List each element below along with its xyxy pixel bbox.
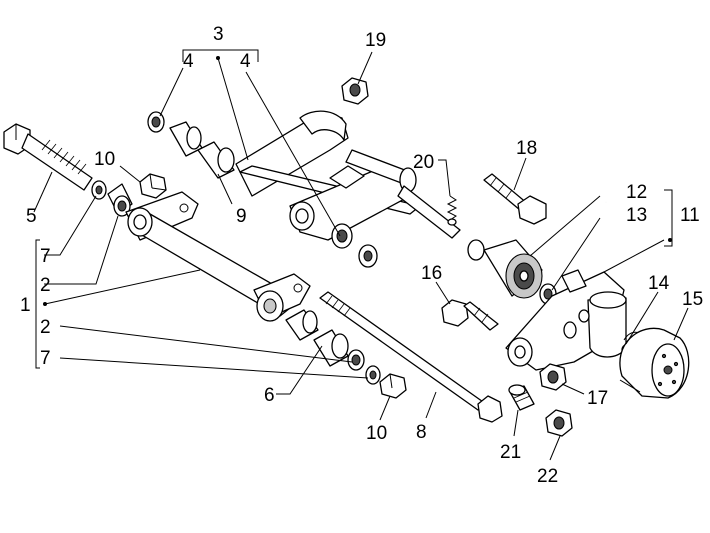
bolt-part-8 <box>319 291 503 423</box>
callout-5: 5 <box>26 206 37 227</box>
bracket-part-11 <box>505 269 627 371</box>
callout-2-lower: 2 <box>40 317 51 338</box>
callout-11: 11 <box>680 205 700 226</box>
bushing-part-4-right <box>358 244 378 268</box>
silent-block-part-12 <box>467 239 543 299</box>
spring-part-20 <box>446 195 458 226</box>
nut-part-22 <box>545 409 573 437</box>
callout-2-upper: 2 <box>40 275 51 296</box>
spacer-part-9 <box>169 121 235 179</box>
callout-14: 14 <box>648 273 670 294</box>
engine-link-part-3 <box>235 110 461 249</box>
callout-20: 20 <box>413 152 434 173</box>
leader-lines <box>33 49 689 461</box>
callout-labels: 3 4 4 19 20 18 12 13 11 14 15 16 17 21 2… <box>20 24 703 487</box>
ring-part-7-upper <box>91 180 107 200</box>
spacer-part-6 <box>285 309 349 367</box>
bushing-part-4-left <box>147 111 165 133</box>
callout-6: 6 <box>264 385 275 406</box>
nut-part-10-lower <box>379 373 407 399</box>
nut-part-17 <box>539 363 567 391</box>
callout-1: 1 <box>20 295 31 316</box>
bolt-part-16 <box>441 299 499 331</box>
callout-10-lower: 10 <box>366 423 387 444</box>
callout-17: 17 <box>587 388 608 409</box>
callout-7-upper: 7 <box>40 246 51 267</box>
callout-19: 19 <box>365 30 386 51</box>
callout-21: 21 <box>500 442 521 463</box>
callout-8: 8 <box>416 422 427 443</box>
callout-10-upper: 10 <box>94 149 115 170</box>
ring-part-7-lower <box>365 365 381 385</box>
callout-15: 15 <box>682 289 703 310</box>
bushing-part-2-lower <box>347 349 365 371</box>
callout-16: 16 <box>421 263 442 284</box>
callout-4-left: 4 <box>183 51 194 72</box>
bolt-part-5 <box>3 123 93 191</box>
swing-arm-part-1 <box>125 191 311 322</box>
callout-12: 12 <box>626 182 647 203</box>
callout-18: 18 <box>516 138 537 159</box>
bushing-part-2-upper <box>107 183 133 217</box>
nut-part-19 <box>341 77 369 105</box>
stud-part-21 <box>508 384 535 411</box>
callout-13: 13 <box>626 205 647 226</box>
callout-22: 22 <box>537 466 558 487</box>
callout-9: 9 <box>236 206 247 227</box>
callout-4-right: 4 <box>240 51 251 72</box>
callout-7-lower: 7 <box>40 348 51 369</box>
callout-3: 3 <box>213 24 224 45</box>
cover-part-15 <box>619 327 690 399</box>
bolt-part-18 <box>483 173 547 225</box>
nut-part-10-upper <box>139 173 167 199</box>
